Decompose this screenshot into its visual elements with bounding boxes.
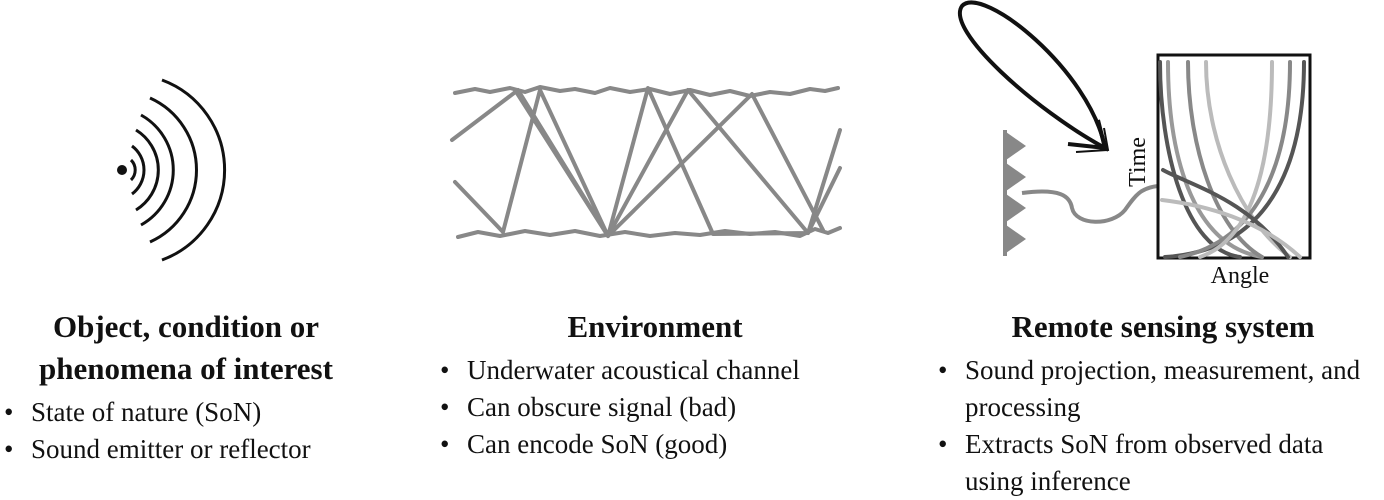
bullet-item: Can obscure signal (bad)	[440, 389, 870, 426]
panel-environment: Environment Underwater acoustical channe…	[440, 306, 870, 463]
curve-mid-left	[1166, 60, 1264, 259]
panel-object-heading: Object, condition or phenomena of intere…	[0, 306, 372, 390]
panel-remote-sensing-heading-line-1: Remote sensing system	[1011, 309, 1315, 344]
bullet-item: Can encode SoN (good)	[440, 426, 870, 463]
bullet-item: Underwater acoustical channel	[440, 352, 870, 389]
bullet-item: Sound emitter or reflector	[4, 431, 372, 468]
bullet-item: Extracts SoN from observed data using in…	[938, 426, 1384, 500]
curve-dark-left	[1158, 60, 1242, 259]
time-angle-plot: Time Angle	[1125, 53, 1312, 289]
sound-wave-2	[131, 144, 146, 196]
signal-cable	[1021, 184, 1159, 224]
ray-path-1	[450, 88, 842, 238]
plot-frame	[1156, 53, 1312, 260]
panel-object-heading-line-1: Object, condition or	[52, 309, 320, 344]
plot-y-axis-label: Time	[1125, 137, 1151, 187]
hydrophone-element-3	[1006, 194, 1026, 222]
panel-environment-heading: Environment	[440, 306, 870, 348]
panel-environment-heading-line-1: Environment	[567, 309, 743, 344]
beam-lobe	[958, 0, 1108, 152]
plot-x-axis-label: Angle	[1211, 263, 1270, 289]
panel-object-bullets: State of nature (SoN) Sound emitter or r…	[4, 394, 372, 468]
panel-object: Object, condition or phenomena of intere…	[0, 306, 372, 468]
sound-wave-4	[140, 113, 175, 227]
sound-emitter-icon	[117, 78, 227, 262]
panel-object-heading-line-2: phenomena of interest	[39, 351, 333, 386]
sound-wave-1	[129, 158, 137, 182]
beam-pattern-icon	[958, 0, 1110, 153]
panel-remote-sensing: Remote sensing system Sound projection, …	[938, 306, 1384, 500]
panel-remote-sensing-heading: Remote sensing system	[938, 306, 1384, 348]
curve-light-return	[1160, 198, 1302, 259]
hydrophone-element-1	[1006, 132, 1026, 160]
curve-light-right	[1198, 60, 1274, 259]
ray-path-3	[513, 88, 825, 238]
curve-mid-right	[1178, 60, 1292, 259]
panel-environment-bullets: Underwater acoustical channel Can obscur…	[440, 352, 870, 463]
bullet-item: State of nature (SoN)	[4, 394, 372, 431]
ray-path-2	[453, 86, 842, 238]
curve-mid-center	[1186, 60, 1264, 259]
acoustic-channel-diagram	[450, 85, 842, 239]
plot-curves	[1158, 60, 1306, 259]
beam-arrow-head	[1067, 119, 1108, 151]
sound-wave-6	[161, 78, 227, 262]
emitter-dot	[117, 165, 127, 175]
hydrophone-element-2	[1006, 163, 1026, 191]
panel-remote-sensing-bullets: Sound projection, measurement, and proce…	[938, 352, 1384, 500]
bullet-item: Sound projection, measurement, and proce…	[938, 352, 1384, 426]
hydrophone-element-4	[1006, 225, 1026, 253]
curve-light-center	[1204, 60, 1292, 259]
sound-wave-5	[149, 96, 198, 244]
sound-wave-3	[135, 128, 160, 212]
hydrophone-array-icon	[1003, 130, 1026, 256]
